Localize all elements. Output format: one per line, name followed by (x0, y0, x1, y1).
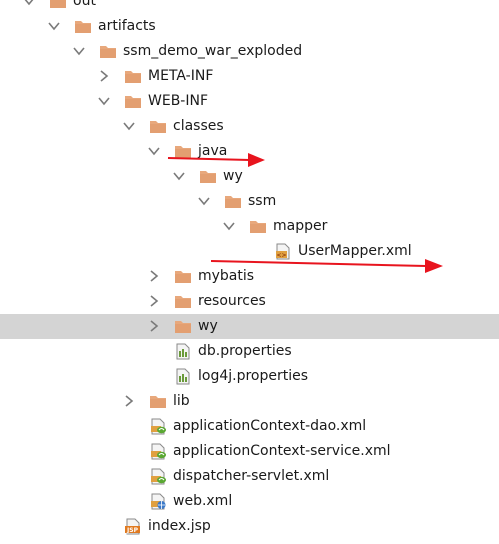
folder-icon (124, 93, 142, 110)
tree-item-label: classes (173, 118, 224, 134)
tree-item-label: artifacts (98, 18, 156, 34)
tree-item-label: mapper (273, 218, 328, 234)
folder-icon (199, 168, 217, 185)
chevron-right-icon[interactable] (97, 69, 111, 83)
tree-row-out[interactable]: out (0, 0, 499, 14)
folder-icon (49, 0, 67, 10)
tree-row-mapper[interactable]: mapper (0, 214, 499, 239)
tree-row-java[interactable]: java (0, 139, 499, 164)
folder-icon (249, 218, 267, 235)
chevron-down-icon[interactable] (147, 144, 161, 158)
xml-file-icon: <> (274, 243, 292, 260)
folder-icon (174, 293, 192, 310)
web-xml-file-icon (149, 493, 167, 510)
spring-xml-file-icon (149, 443, 167, 460)
tree-item-label: db.properties (198, 343, 292, 359)
folder-icon (224, 193, 242, 210)
tree-row-applicationcontext-service-xml[interactable]: applicationContext-service.xml (0, 439, 499, 464)
tree-row-resources[interactable]: resources (0, 289, 499, 314)
chevron-down-icon[interactable] (122, 119, 136, 133)
tree-row-applicationcontext-dao-xml[interactable]: applicationContext-dao.xml (0, 414, 499, 439)
tree-row-mybatis[interactable]: mybatis (0, 264, 499, 289)
tree-row-classes[interactable]: classes (0, 114, 499, 139)
tree-item-label: lib (173, 393, 190, 409)
tree-row-lib[interactable]: lib (0, 389, 499, 414)
folder-icon (74, 18, 92, 35)
tree-row-ssm-demo-war-exploded[interactable]: ssm_demo_war_exploded (0, 39, 499, 64)
chevron-down-icon[interactable] (222, 219, 236, 233)
tree-item-label: out (73, 0, 96, 9)
properties-file-icon (174, 343, 192, 360)
folder-icon (174, 268, 192, 285)
tree-item-label: web.xml (173, 493, 233, 509)
tree-item-label: ssm_demo_war_exploded (123, 43, 303, 59)
chevron-right-icon[interactable] (147, 269, 161, 283)
folder-icon (149, 393, 167, 410)
tree-item-label: java (198, 143, 228, 159)
jsp-file-icon: JSP (124, 518, 142, 535)
folder-icon (124, 68, 142, 85)
chevron-down-icon[interactable] (72, 44, 86, 58)
tree-item-label: UserMapper.xml (298, 243, 412, 259)
tree-item-label: applicationContext-dao.xml (173, 418, 367, 434)
chevron-right-icon[interactable] (147, 294, 161, 308)
spring-xml-file-icon (149, 418, 167, 435)
chevron-down-icon[interactable] (47, 19, 61, 33)
tree-row-wy[interactable]: wy (0, 314, 499, 339)
tree-item-label: WEB-INF (148, 93, 208, 109)
tree-item-label: resources (198, 293, 266, 309)
chevron-down-icon[interactable] (22, 0, 36, 8)
tree-row-meta-inf[interactable]: META-INF (0, 64, 499, 89)
tree-row-artifacts[interactable]: artifacts (0, 14, 499, 39)
tree-row-ssm[interactable]: ssm (0, 189, 499, 214)
tree-item-label: META-INF (148, 68, 214, 84)
chevron-right-icon[interactable] (122, 394, 136, 408)
tree-item-label: wy (223, 168, 243, 184)
tree-row-dispatcher-servlet-xml[interactable]: dispatcher-servlet.xml (0, 464, 499, 489)
tree-row-web-xml[interactable]: web.xml (0, 489, 499, 514)
chevron-down-icon[interactable] (97, 94, 111, 108)
tree-row-index-jsp[interactable]: JSP index.jsp (0, 514, 499, 539)
folder-icon (174, 143, 192, 160)
tree-item-label: dispatcher-servlet.xml (173, 468, 330, 484)
tree-row-usermapper-xml[interactable]: <> UserMapper.xml (0, 239, 499, 264)
chevron-down-icon[interactable] (172, 169, 186, 183)
spring-xml-file-icon (149, 468, 167, 485)
svg-text:<>: <> (276, 252, 286, 259)
tree-row-web-inf[interactable]: WEB-INF (0, 89, 499, 114)
tree-item-label: applicationContext-service.xml (173, 443, 391, 459)
tree-item-label: log4j.properties (198, 368, 309, 384)
tree-row-log4j-properties[interactable]: log4j.properties (0, 364, 499, 389)
tree-item-label: ssm (248, 193, 277, 209)
tree-row-wy[interactable]: wy (0, 164, 499, 189)
tree-item-label: index.jsp (148, 518, 211, 534)
folder-icon (99, 43, 117, 60)
folder-icon (174, 318, 192, 335)
tree-row-db-properties[interactable]: db.properties (0, 339, 499, 364)
chevron-down-icon[interactable] (197, 194, 211, 208)
tree-item-label: mybatis (198, 268, 255, 284)
tree-item-label: wy (198, 318, 218, 334)
properties-file-icon (174, 368, 192, 385)
chevron-right-icon[interactable] (147, 319, 161, 333)
svg-text:JSP: JSP (126, 527, 139, 534)
folder-icon (149, 118, 167, 135)
